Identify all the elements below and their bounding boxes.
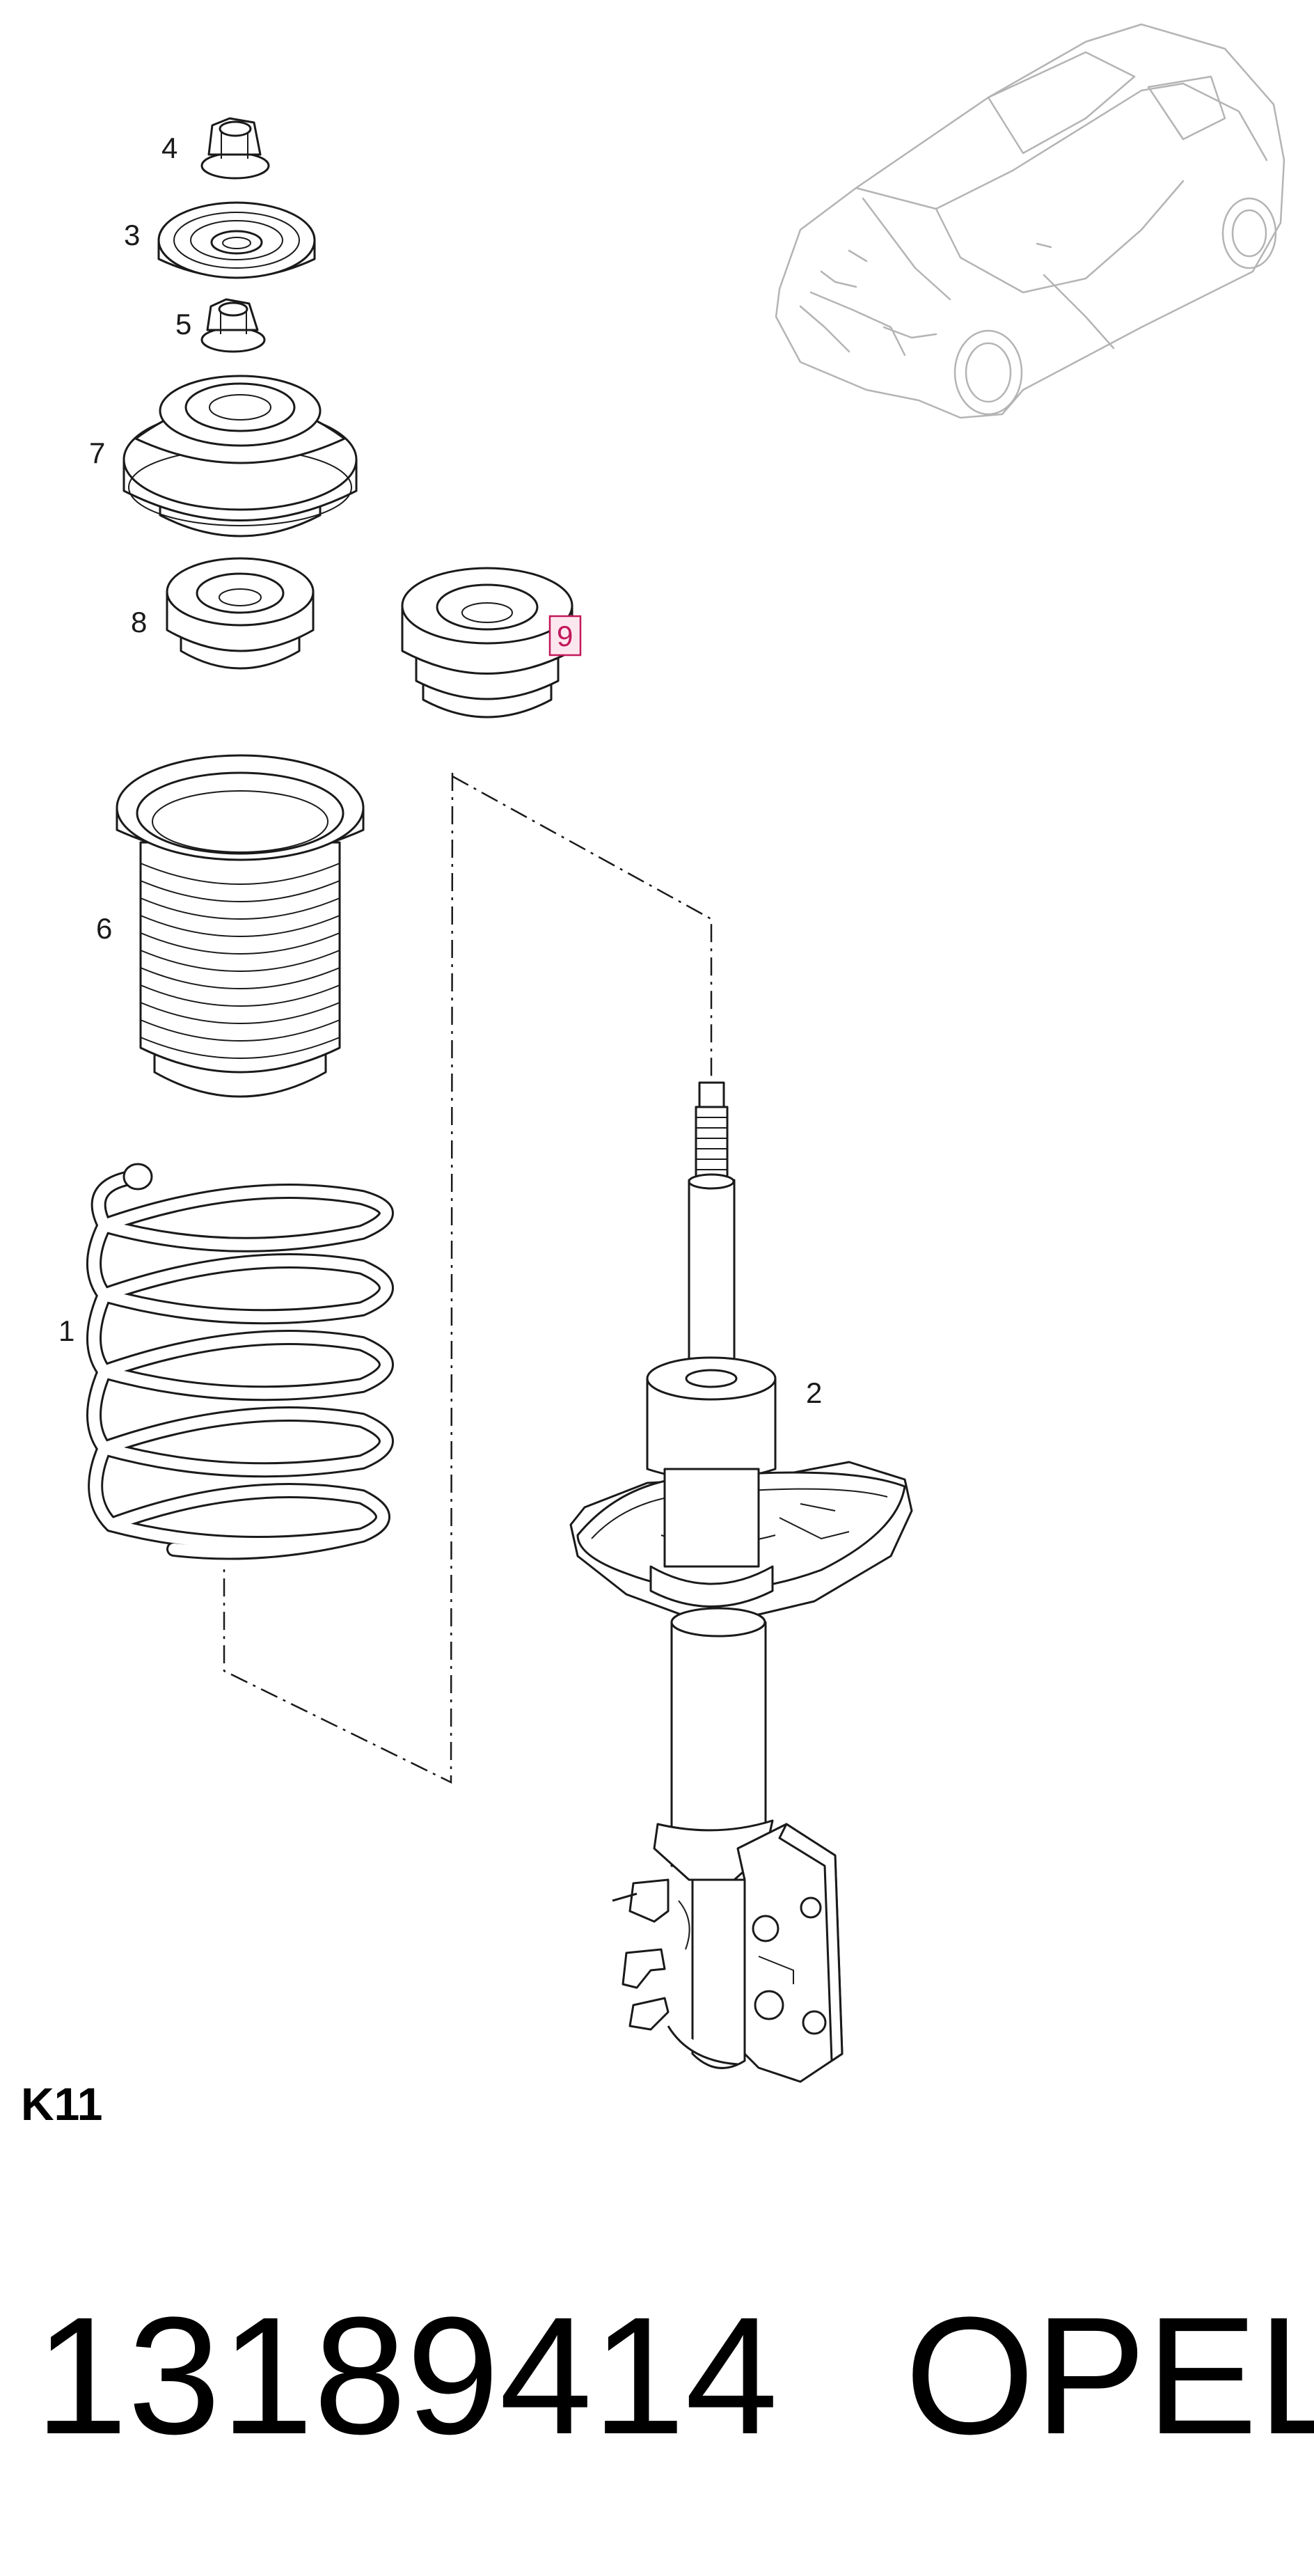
callout-9-highlight-box: 9: [548, 615, 582, 657]
section-code: K11: [21, 2078, 102, 2130]
part-8-bump-stop-cap: [166, 557, 315, 670]
assembly-lines: [223, 772, 713, 1784]
part-9-bump-stop: [401, 567, 573, 718]
part-1-coil-spring: [86, 1163, 394, 1560]
callout-7: 7: [89, 437, 105, 469]
part-4-nut: [200, 117, 270, 180]
callout-2: 2: [806, 1376, 822, 1409]
callout-4: 4: [161, 132, 177, 164]
vehicle-thumbnail-icon: [775, 23, 1285, 419]
brand-name: OPEL: [905, 2282, 1314, 2469]
part-7-strut-mount: [122, 375, 358, 537]
callout-3: 3: [124, 219, 140, 251]
part-3-bearing-plate: [157, 201, 316, 279]
callout-5: 5: [175, 308, 191, 340]
part-6-dust-boot: [116, 754, 365, 1098]
part-5-nut: [200, 298, 266, 353]
callout-labels: 4 3 5 7 8 9 6 1 2: [58, 132, 822, 1409]
part-number: 13189414: [35, 2282, 778, 2469]
part-2-shock-absorber: [569, 1081, 913, 2083]
callout-8: 8: [131, 606, 147, 638]
callout-9: 9: [557, 620, 573, 652]
callout-1: 1: [58, 1314, 74, 1347]
callout-6: 6: [96, 912, 112, 945]
